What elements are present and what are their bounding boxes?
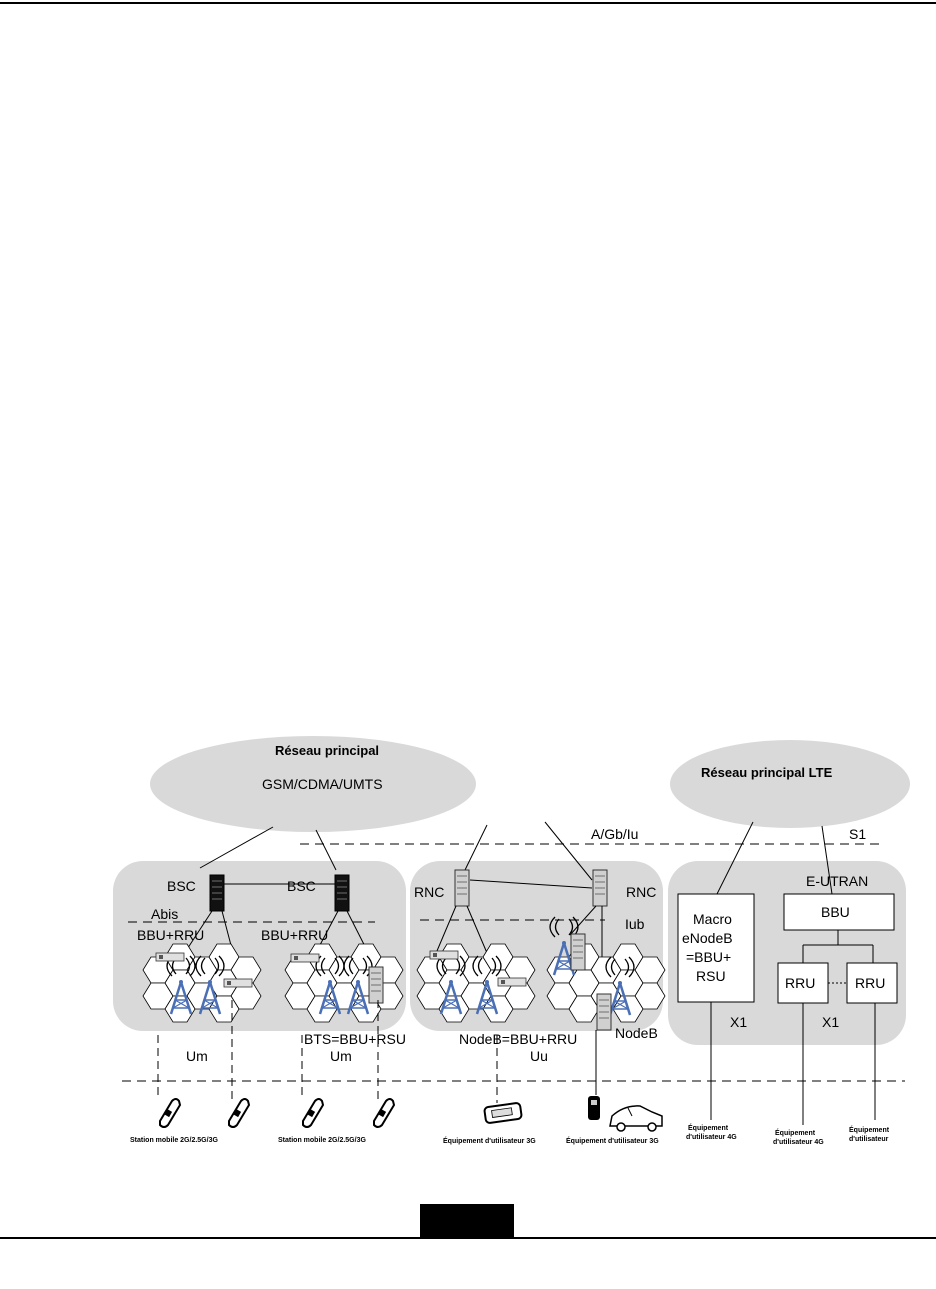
core-network-title: Réseau principal <box>275 743 379 758</box>
mobile-station-label-2: Station mobile 2G/2.5G/3G <box>278 1137 366 1144</box>
nodeb-eq-label: NodeB=BBU+RRU <box>459 1031 577 1047</box>
tablet-icon <box>483 1102 523 1124</box>
user-equipment-4g-label-1: d'utilisateur 4G <box>686 1134 737 1141</box>
mobile-phone-icon <box>159 1098 181 1128</box>
bbu-box <box>783 893 895 931</box>
rru-label-2: RRU <box>855 975 885 991</box>
nodeb-label: NodeB <box>615 1025 658 1041</box>
car-icon <box>609 1105 663 1132</box>
user-equipment-4g-label-1: Équipement <box>688 1123 729 1132</box>
rnc-label-2: RNC <box>626 884 656 900</box>
rru-label-1: RRU <box>785 975 815 991</box>
x1-label-1: X1 <box>730 1014 747 1030</box>
user-equipment-label: Équipement <box>849 1125 890 1134</box>
bbu-unit-icon <box>290 953 320 963</box>
rnc-server-1 <box>454 869 470 907</box>
eutran-label: E-UTRAN <box>806 873 868 889</box>
bbu-label: BBU <box>821 904 850 920</box>
abis-label: Abis <box>151 906 178 922</box>
uu-label: Uu <box>530 1048 548 1064</box>
um-label-2: Um <box>330 1048 352 1064</box>
user-equipment-4g-label-2: Équipement <box>775 1128 816 1137</box>
bsu-unit-icon <box>368 966 384 1004</box>
macro-label: eNodeB <box>682 930 733 946</box>
rru-unit-icon <box>223 978 253 988</box>
bbu-unit-icon <box>155 952 185 962</box>
bbu-rru-label-2: BBU+RRU <box>261 927 328 943</box>
macro-label: =BBU+ <box>686 949 731 965</box>
user-equipment-3g-label-1: Équipement d'utilisateur 3G <box>443 1136 536 1145</box>
iub-label: Iub <box>625 916 645 932</box>
bsc-label-1: BSC <box>167 878 196 894</box>
rru-box-2 <box>846 962 898 1004</box>
bbu-rru-label-1: BBU+RRU <box>137 927 204 943</box>
bsc-server-2 <box>334 874 350 912</box>
lte-core-title: Réseau principal LTE <box>701 765 833 780</box>
user-equipment-3g-label-2: Équipement d'utilisateur 3G <box>566 1136 659 1145</box>
mobile-station-label-1: Station mobile 2G/2.5G/3G <box>130 1137 218 1144</box>
mobile-phone-icon <box>302 1098 324 1128</box>
um-label-1: Um <box>186 1048 208 1064</box>
mobile-phone-icon <box>228 1098 250 1128</box>
mobile-phone-icon <box>373 1098 395 1128</box>
nodeb-unit-icon <box>570 933 586 971</box>
macro-label: RSU <box>696 968 726 984</box>
a-gb-iu-label: A/Gb/Iu <box>591 826 638 842</box>
bsc-label-2: BSC <box>287 878 316 894</box>
s1-label: S1 <box>849 826 866 842</box>
header-rule <box>0 2 936 4</box>
macro-enodeb-box <box>677 893 755 1003</box>
x1-label-2: X1 <box>822 1014 839 1030</box>
bsc-server-1 <box>209 874 225 912</box>
rnc-server-2 <box>592 869 608 907</box>
page-number-box <box>420 1204 514 1238</box>
user-equipment-label: d'utilisateur <box>849 1136 889 1143</box>
user-equipment-4g-label-2: d'utilisateur 4G <box>773 1139 824 1146</box>
macro-label: Macro <box>693 911 732 927</box>
core-network-subtitle: GSM/CDMA/UMTS <box>262 776 383 792</box>
bts-label: BTS=BBU+RSU <box>304 1031 406 1047</box>
bbu-unit-icon <box>429 950 459 960</box>
core-network-cloud <box>150 736 476 832</box>
handset-icon <box>588 1096 600 1120</box>
nodeb-unit-icon <box>596 993 612 1031</box>
rru-unit-icon <box>497 977 527 987</box>
lte-core-cloud <box>670 740 910 828</box>
footer-rule <box>0 1237 936 1239</box>
rnc-label-1: RNC <box>414 884 444 900</box>
